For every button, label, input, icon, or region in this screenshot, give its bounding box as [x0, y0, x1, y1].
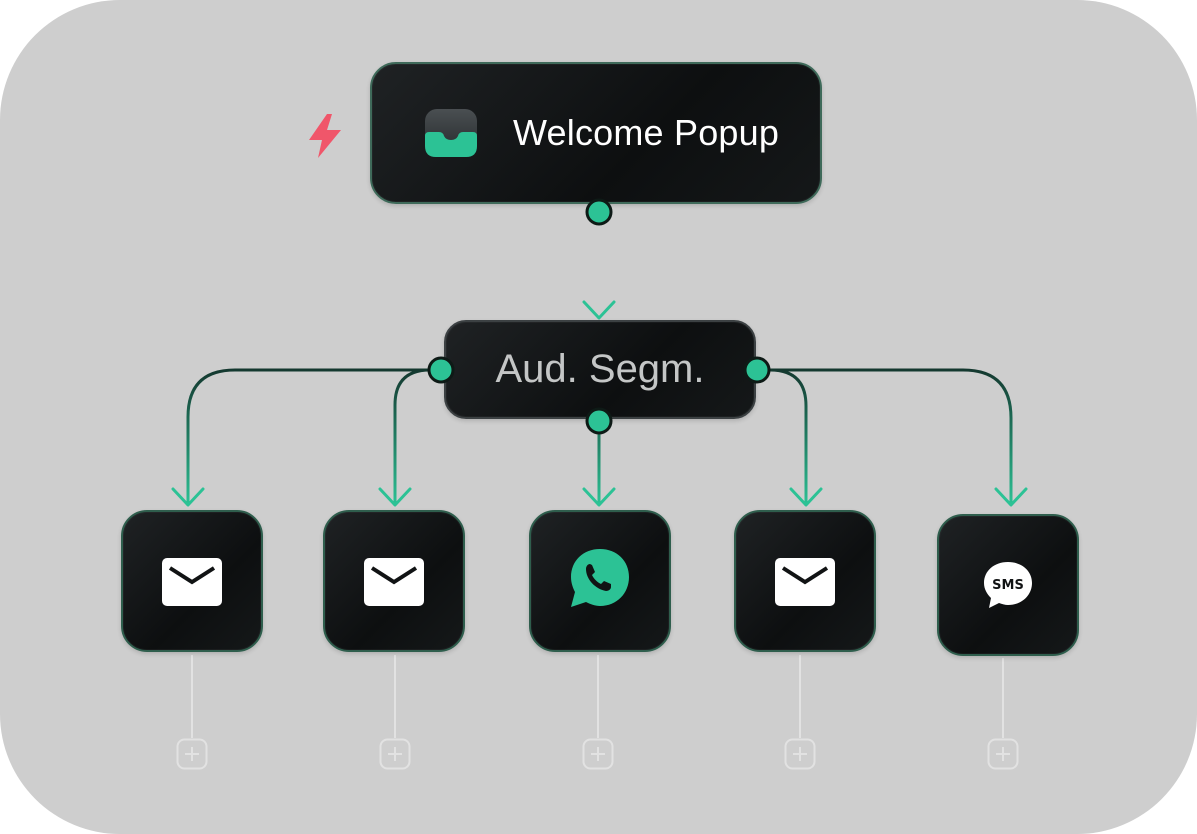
add-step-button[interactable] [379, 738, 411, 770]
arrowhead-action-2 [378, 487, 412, 507]
trigger-node-welcome-popup[interactable]: Welcome Popup [370, 62, 822, 204]
empty-branch-lines [191, 655, 1004, 738]
arrowhead-action-3 [582, 487, 616, 507]
sms-bubble-icon: SMS [984, 562, 1032, 608]
action-node-email-3[interactable] [734, 510, 876, 652]
segment-label: Aud. Segm. [495, 347, 705, 391]
arrowhead-action-4 [789, 487, 823, 507]
add-step-button[interactable] [987, 738, 1019, 770]
add-step-button[interactable] [784, 738, 816, 770]
add-step-button[interactable] [582, 738, 614, 770]
popup-window-icon [425, 109, 477, 157]
arrowhead-action-1 [171, 487, 205, 507]
action-node-sms[interactable]: SMS [937, 514, 1079, 656]
audience-segmentation-node[interactable]: Aud. Segm. [444, 320, 756, 419]
arrowhead-action-5 [994, 487, 1028, 507]
lightning-bolt-icon [309, 114, 341, 158]
trigger-label: Welcome Popup [513, 112, 780, 153]
action-node-email-1[interactable] [121, 510, 263, 652]
action-node-email-2[interactable] [323, 510, 465, 652]
connector-to-action-5 [755, 368, 1013, 505]
sms-icon-text: SMS [992, 578, 1024, 593]
envelope-icon [364, 558, 424, 606]
action-node-whatsapp[interactable] [529, 510, 671, 652]
arrowhead-segment [582, 300, 616, 320]
add-step-button[interactable] [176, 738, 208, 770]
connector-to-action-2 [393, 368, 443, 505]
connector-to-action-4 [755, 368, 808, 505]
envelope-icon [775, 558, 835, 606]
connector-to-action-1 [186, 368, 443, 505]
whatsapp-icon [571, 549, 629, 607]
envelope-icon [162, 558, 222, 606]
